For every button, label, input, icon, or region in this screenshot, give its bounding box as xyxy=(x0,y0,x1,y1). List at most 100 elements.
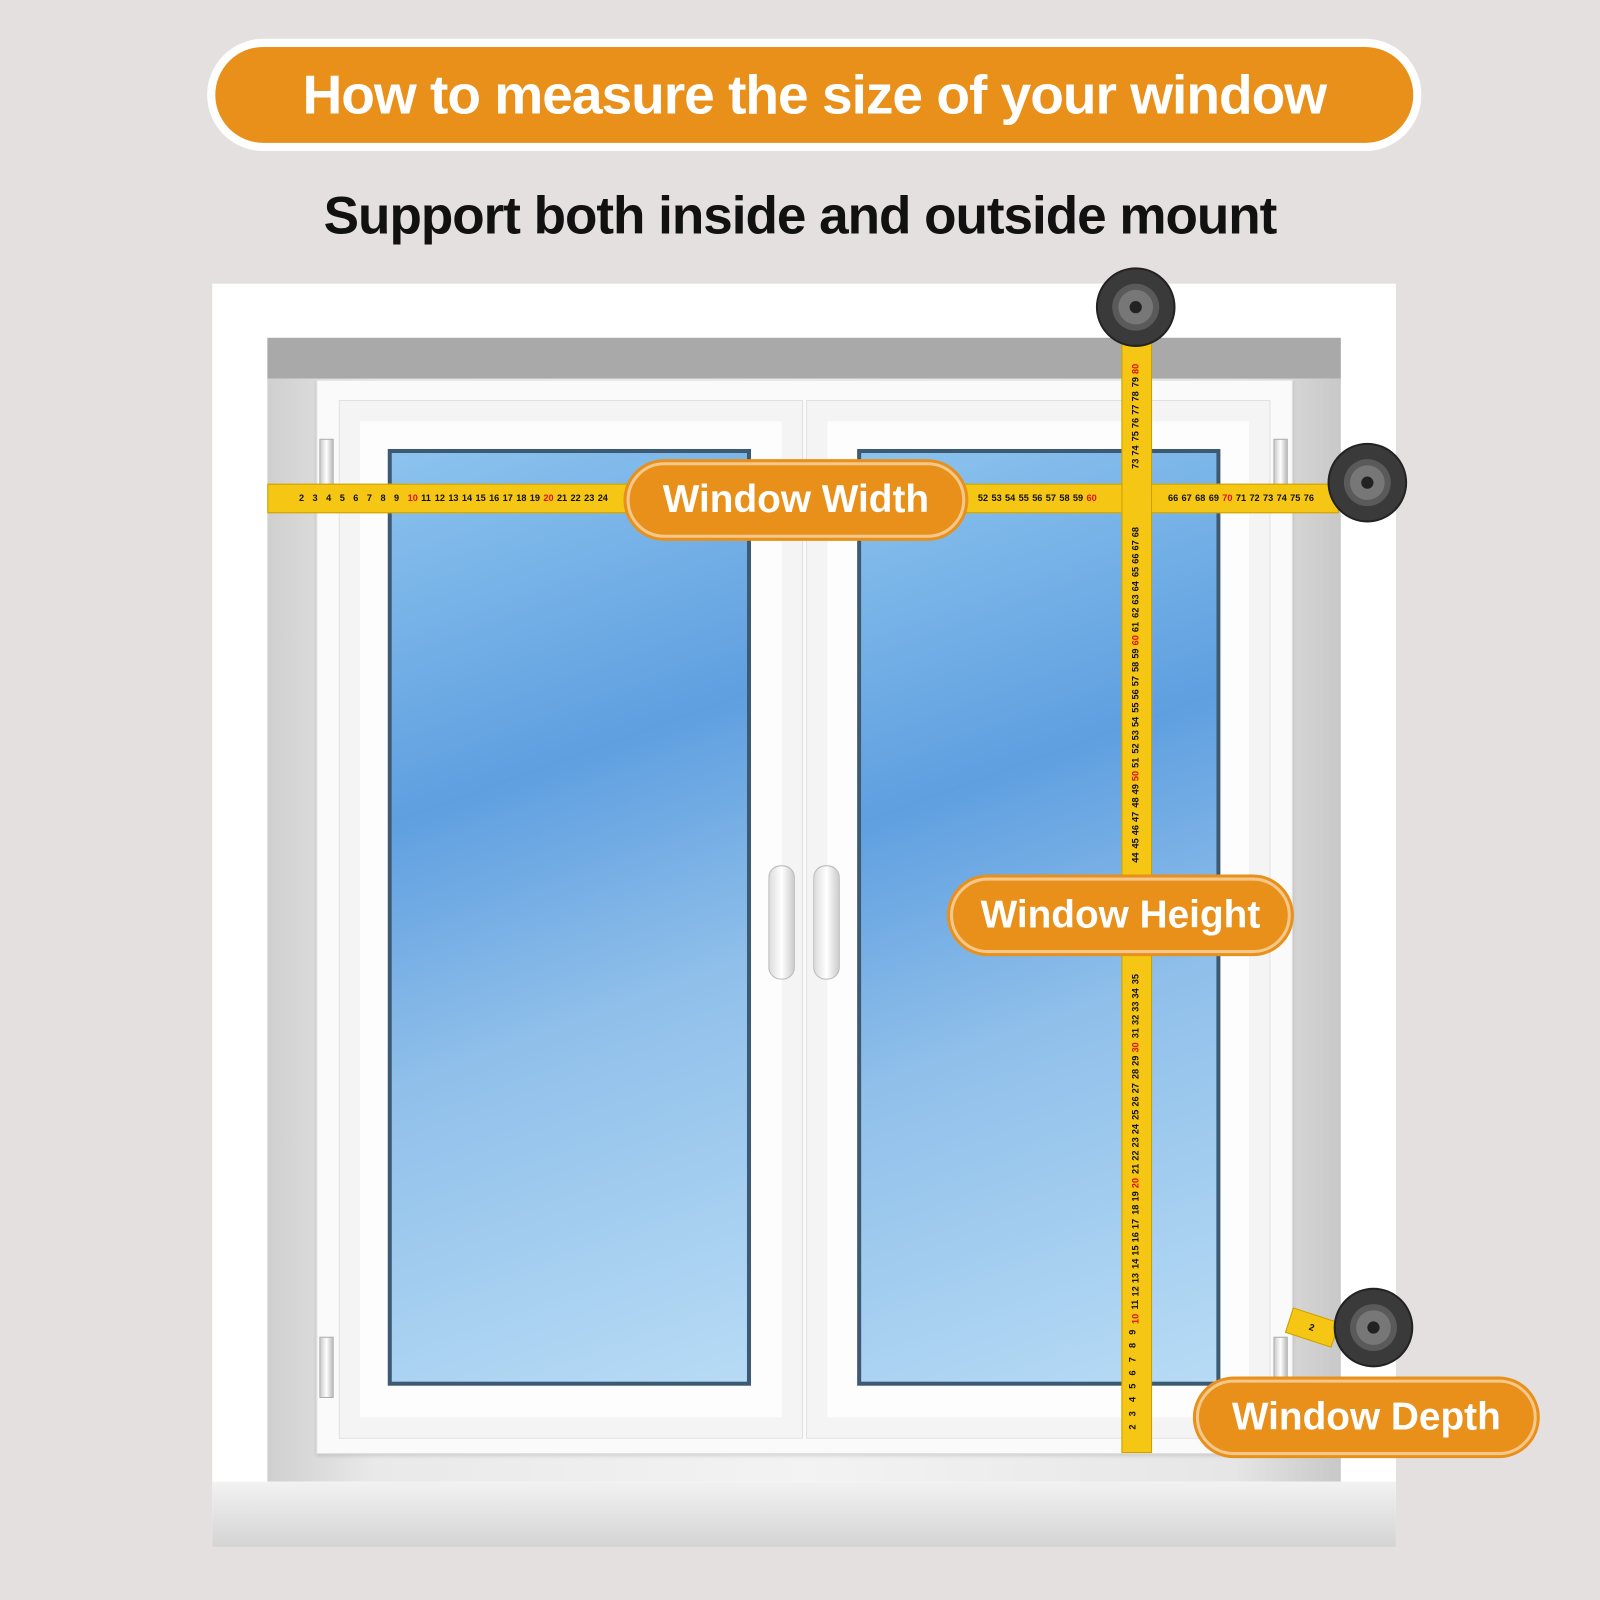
tape-mark: 21 xyxy=(556,492,568,504)
tape-mark: 54 xyxy=(1005,492,1016,504)
tape-mark: 21 xyxy=(1130,1164,1141,1175)
tape-mark: 17 xyxy=(502,492,513,504)
tape-mark: 17 xyxy=(1130,1218,1141,1229)
tape-mark: 19 xyxy=(529,492,541,504)
tape-mark: 28 xyxy=(1130,1069,1141,1080)
tape-mark: 76 xyxy=(1303,492,1314,504)
tape-mark: 75 xyxy=(1290,492,1301,504)
tape-mark: 14 xyxy=(461,492,473,504)
tape-mark: 63 xyxy=(1130,594,1141,605)
tape-mark: 55 xyxy=(1130,702,1141,714)
tape-mark: 59 xyxy=(1072,492,1084,504)
tape-mark: 67 xyxy=(1130,540,1141,551)
tape-mark: 7 xyxy=(366,492,372,504)
tape-mark: 53 xyxy=(1130,730,1141,741)
tape-mark: 65 xyxy=(1130,567,1141,578)
tape-mark: 55 xyxy=(1018,492,1029,504)
tape-mark: 58 xyxy=(1130,662,1141,673)
tape-mark: 49 xyxy=(1130,784,1141,795)
tape-mark: 51 xyxy=(1130,757,1141,768)
tape-mark: 20 xyxy=(1130,1177,1141,1188)
tape-mark: 12 xyxy=(434,492,445,504)
tape-mark: 56 xyxy=(1032,492,1043,504)
tape-mark: 15 xyxy=(475,492,486,504)
tape-mark: 5 xyxy=(339,492,345,504)
tape-mark: 31 xyxy=(1130,1028,1141,1039)
tape-measure-reel-icon xyxy=(1095,267,1176,347)
tape-mark: 74 xyxy=(1276,492,1287,504)
tape-mark: 68 xyxy=(1130,526,1141,537)
tape-mark: 56 xyxy=(1130,689,1141,700)
tape-mark: 25 xyxy=(1130,1109,1141,1121)
tape-mark: 75 xyxy=(1130,431,1141,442)
tape-mark: 22 xyxy=(1130,1150,1141,1161)
window-sill xyxy=(212,1481,1396,1547)
tape-measure-reel-icon xyxy=(1327,442,1408,523)
tape-mark: 12 xyxy=(1130,1286,1141,1297)
tape-mark: 14 xyxy=(1130,1259,1141,1270)
tape-mark: 29 xyxy=(1130,1055,1141,1066)
tape-mark: 79 xyxy=(1130,377,1141,388)
tape-mark: 20 xyxy=(543,492,554,504)
window-depth-label: Window Depth xyxy=(1195,1379,1537,1456)
tape-mark: 68 xyxy=(1195,492,1206,504)
tape-mark: 76 xyxy=(1130,418,1141,429)
tape-mark: 3 xyxy=(312,492,318,504)
tape-mark: 32 xyxy=(1130,1014,1141,1026)
tape-mark: 5 xyxy=(1127,1383,1138,1389)
tape-mark: 66 xyxy=(1130,553,1141,564)
tape-mark: 23 xyxy=(1130,1137,1141,1148)
tape-mark: 18 xyxy=(516,492,527,504)
window-height-label: Window Height xyxy=(950,877,1291,954)
tape-mark: 52 xyxy=(1130,743,1141,754)
tape-mark: 54 xyxy=(1130,716,1141,727)
tape-mark: 62 xyxy=(1130,607,1141,619)
tape-mark: 34 xyxy=(1130,987,1141,999)
tape-mark: 22 xyxy=(570,492,581,504)
tape-measure-reel-icon xyxy=(1333,1287,1414,1368)
tape-mark: 47 xyxy=(1130,811,1141,822)
tape-mark: 2 xyxy=(1307,1321,1316,1334)
tape-mark: 18 xyxy=(1130,1204,1141,1216)
tape-mark: 3 xyxy=(1127,1410,1138,1417)
tape-mark: 9 xyxy=(1127,1329,1138,1335)
tape-mark: 13 xyxy=(1130,1272,1141,1283)
tape-mark: 60 xyxy=(1086,492,1097,504)
subtitle: Support both inside and outside mount xyxy=(323,186,1278,246)
tape-mark: 69 xyxy=(1208,492,1219,504)
tape-mark: 48 xyxy=(1130,797,1141,809)
tape-mark: 16 xyxy=(489,492,500,504)
tape-mark: 6 xyxy=(1127,1370,1138,1376)
tape-mark: 58 xyxy=(1059,492,1070,504)
tape-mark: 24 xyxy=(1130,1123,1141,1134)
tape-mark: 57 xyxy=(1130,675,1141,687)
tape-mark: 27 xyxy=(1130,1082,1141,1093)
tape-mark: 24 xyxy=(597,492,608,504)
tape-mark: 60 xyxy=(1130,635,1141,646)
tape-mark: 72 xyxy=(1249,492,1260,504)
tape-mark: 53 xyxy=(991,492,1002,504)
tape-mark: 9 xyxy=(394,492,400,504)
tape-mark: 50 xyxy=(1130,770,1141,781)
tape-mark: 67 xyxy=(1181,492,1192,504)
tape-mark: 26 xyxy=(1130,1096,1141,1107)
tape-mark: 74 xyxy=(1130,445,1141,456)
tape-mark: 66 xyxy=(1167,492,1179,504)
left-glass xyxy=(387,448,752,1386)
tape-mark: 57 xyxy=(1045,492,1056,504)
left-handle xyxy=(768,865,795,980)
title-banner: How to measure the size of your window xyxy=(207,38,1422,152)
tape-mark: 2 xyxy=(298,492,305,504)
right-handle xyxy=(813,865,840,980)
tape-mark: 78 xyxy=(1130,390,1141,402)
tape-mark: 30 xyxy=(1130,1042,1141,1053)
tape-mark: 80 xyxy=(1130,363,1141,374)
tape-mark: 4 xyxy=(1127,1397,1138,1403)
tape-mark: 61 xyxy=(1130,621,1141,632)
tape-mark: 71 xyxy=(1235,492,1247,504)
tape-mark: 19 xyxy=(1130,1191,1141,1202)
tape-mark: 70 xyxy=(1222,492,1233,504)
tape-mark: 11 xyxy=(1129,1300,1141,1310)
tape-mark: 33 xyxy=(1130,1001,1141,1012)
